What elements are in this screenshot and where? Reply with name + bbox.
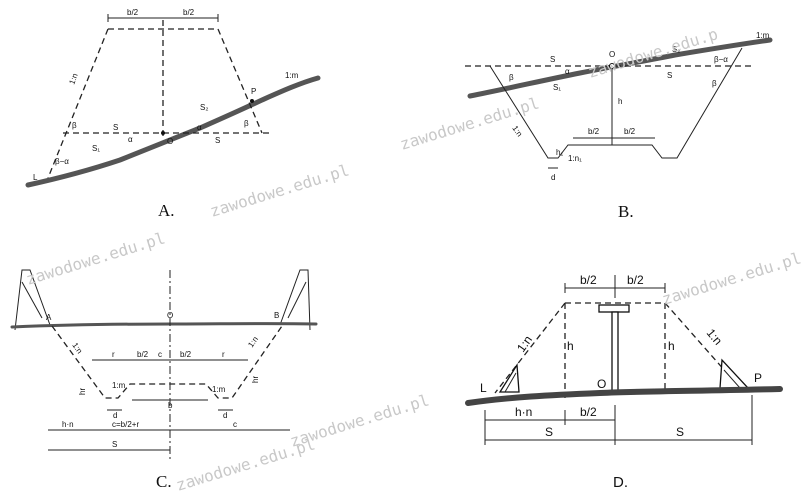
d-h-left: h: [567, 339, 574, 353]
b-s1: S₁: [553, 83, 561, 92]
panel-b: 1:m S O S₂ S β α S₁ β−α β h 1:n b/2 b/2 …: [465, 31, 773, 221]
b-half-left: b/2: [588, 127, 600, 136]
c-hn: h·n: [62, 420, 74, 429]
b-slope-n1: 1:n₁: [568, 154, 582, 163]
a-slope-n: 1:n: [67, 72, 79, 86]
d-h-right: h: [668, 339, 675, 353]
panel-d: b/2 b/2 1:n 1:n h h L O P h·n b/2 S S D.: [465, 273, 783, 491]
c-slope-m-right: 1:m: [212, 385, 226, 394]
b-point-o: O: [609, 50, 615, 59]
c-point-a: A: [46, 313, 52, 322]
c-r-left: r: [112, 350, 115, 359]
terrain-line-a: [25, 75, 321, 188]
watermark-7: zawodowe.edu.pl: [174, 434, 318, 493]
panel-a: b/2 b/2 1:n 1:m P L O β β α α S S S₁ S₂ …: [25, 8, 321, 220]
c-caption: C.: [156, 472, 172, 491]
c-point-o: O: [167, 311, 173, 320]
b-beta-right: β: [712, 79, 717, 88]
a-beta-minus-alpha: β−α: [55, 157, 69, 166]
b-s2: S₂: [672, 45, 680, 54]
c-point-b: B: [274, 311, 279, 320]
b-slope-m: 1:m: [756, 31, 770, 40]
b-d: d: [551, 173, 555, 182]
a-s2: S₂: [200, 103, 208, 112]
b-s-right: S: [667, 71, 672, 80]
b-alpha: α: [565, 67, 570, 76]
d-point-p: P: [754, 371, 762, 385]
c-d-left: d: [113, 411, 117, 420]
watermark-1: zawodowe.edu.pl: [208, 160, 352, 220]
b-beta-left: β: [509, 73, 514, 82]
c-d-right: d: [223, 411, 227, 420]
c-c-formula: c=b/2+r: [112, 420, 139, 429]
terrain-line-d: [465, 386, 783, 406]
a-point-l: L: [33, 173, 38, 182]
watermarks: zawodowe.edu.pl zawodowe.edu.pl zawodowe…: [24, 24, 802, 493]
c-r-right: r: [222, 350, 225, 359]
a-half-left: b/2: [127, 8, 139, 17]
c-slope-right: 1:n: [246, 335, 260, 349]
a-s-right: S: [215, 136, 220, 145]
c-half-left: b/2: [137, 350, 149, 359]
c-half-right: b/2: [180, 350, 192, 359]
d-point-o: O: [597, 377, 606, 391]
d-caption: D.: [613, 474, 628, 491]
b-beta-minus-alpha: β−α: [714, 55, 728, 64]
d-half-right: b/2: [627, 273, 644, 287]
a-alpha-right: α: [197, 123, 202, 132]
a-s-left: S: [113, 123, 118, 132]
c-b-bottom: b: [168, 401, 173, 410]
a-half-right: b/2: [183, 8, 195, 17]
a-slope-m: 1:m: [285, 71, 299, 80]
b-h1: h₁: [556, 148, 563, 157]
d-slope-left: 1:n: [514, 333, 535, 355]
d-slope-right: 1:n: [704, 326, 725, 348]
d-half-left: b/2: [580, 273, 597, 287]
b-slope-n: 1:n: [510, 124, 524, 138]
a-point-p: P: [251, 87, 256, 96]
b-cut-profile: [489, 47, 743, 159]
c-s: S: [112, 440, 117, 449]
a-caption: A.: [158, 201, 175, 220]
b-s-top: S: [550, 55, 555, 64]
b-h: h: [618, 97, 622, 106]
b-caption: B.: [618, 202, 634, 221]
a-alpha-left: α: [128, 135, 133, 144]
a-beta-right: β: [244, 119, 249, 128]
d-s-left: S: [545, 425, 553, 439]
c-c-right: c: [233, 420, 237, 429]
watermark-5: zawodowe.edu.pl: [660, 248, 802, 308]
d-point-l: L: [480, 381, 487, 395]
c-hr-left: hr: [78, 388, 87, 395]
b-half-right: b/2: [624, 127, 636, 136]
c-c-label: c: [158, 350, 162, 359]
watermark-2: zawodowe.edu.pl: [398, 93, 542, 153]
d-hn: h·n: [515, 405, 532, 419]
watermark-4: zawodowe.edu.pl: [24, 228, 168, 288]
d-half-bottom: b/2: [580, 405, 597, 419]
c-hr-right: hr: [251, 376, 260, 383]
a-s1: S₁: [92, 144, 100, 153]
c-slope-m-left: 1:m: [112, 381, 126, 390]
terrain-line-b: [467, 37, 773, 99]
panel-c: A O B 1:n 1:n r b/2 c b/2 r 1:m 1:m hr h…: [10, 269, 318, 491]
a-beta-left: β: [72, 121, 77, 130]
terrain-line-c: [10, 322, 318, 329]
d-s-right: S: [676, 425, 684, 439]
a-point-o: O: [167, 137, 173, 146]
